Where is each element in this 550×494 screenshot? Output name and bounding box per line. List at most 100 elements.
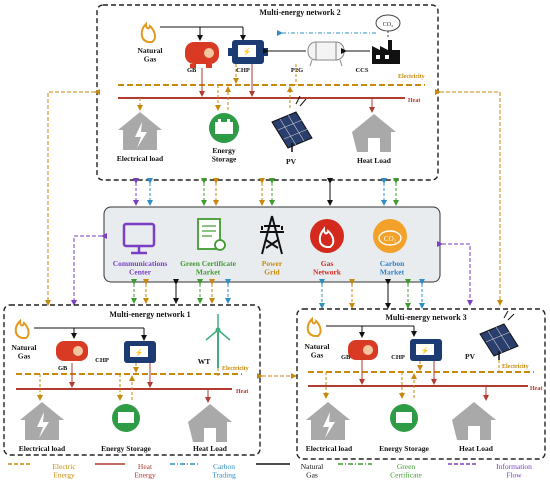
chp-generator-icon: ⚡ (228, 40, 268, 64)
n3-electrical-load-label: Electrical load (306, 444, 353, 453)
n3-heat-load-label: Heat Load (459, 444, 494, 453)
flame-icon (14, 318, 30, 339)
svg-text:CO₂: CO₂ (383, 22, 393, 28)
n1-heat-load-label: Heat Load (193, 444, 228, 453)
n3-gb-label: GB (341, 354, 351, 361)
n3-electricity-label: Electricity (502, 364, 529, 370)
n2-electricity-label: Electricity (398, 74, 425, 80)
label-line: Gas (311, 350, 324, 359)
chp-generator-icon: ⚡ (124, 341, 156, 363)
p2g-tank-icon (307, 41, 345, 67)
heat-load-house-icon (352, 114, 396, 152)
energy-storage-icon (390, 404, 418, 432)
n3-pv-label: PV (465, 352, 476, 361)
certificate-icon (197, 218, 226, 251)
network-2-title: Multi-energy network 2 (259, 8, 340, 17)
gas-boiler-icon (348, 340, 378, 360)
label-line: Market (380, 267, 405, 276)
network-1-title: Multi-energy network 1 (109, 310, 190, 319)
n3-chp-label: CHP (391, 354, 405, 361)
n2-center-links (133, 178, 399, 206)
n1-energy-storage-label: Energy Storage (101, 444, 151, 453)
label-line: Certificate (390, 470, 422, 479)
solar-panel-icon (271, 95, 313, 152)
gas-boiler-icon (56, 341, 88, 361)
label-line: Energy (134, 470, 156, 479)
n1-gb-label: GB (58, 365, 68, 372)
label-line: Market (196, 267, 221, 276)
energy-storage-icon (209, 113, 239, 143)
n1-chp-label: CHP (95, 357, 109, 364)
n3-heat-label: Heat (530, 386, 542, 392)
n3-energy-storage-label: Energy Storage (379, 444, 429, 453)
n2-p2g-label: P2G (291, 67, 303, 74)
wind-turbine-icon (205, 314, 231, 368)
svg-text:⚡: ⚡ (421, 346, 430, 355)
co2-icon: CO₂ (373, 219, 407, 253)
label-line: Gas (306, 470, 318, 479)
monitor-icon (122, 222, 156, 255)
n1-heat-label: Heat (236, 389, 248, 395)
label-line: Center (129, 267, 152, 276)
n2-pv-label: PV (286, 157, 297, 166)
inter-network-links (45, 89, 503, 379)
n2-heat-label: Heat (408, 98, 420, 104)
co2-cloud-icon: CO₂ (375, 14, 401, 32)
flame-icon (140, 21, 157, 43)
solar-panel-icon (479, 310, 519, 360)
label-line: Grid (264, 267, 280, 276)
label-line: Flow (506, 470, 522, 479)
power-tower-icon (260, 215, 284, 255)
label-line: Trading (212, 470, 236, 479)
factory-icon (372, 40, 400, 64)
n2-chp-label: CHP (236, 67, 250, 74)
label-line: Gas (18, 351, 31, 360)
label-line: Storage (212, 154, 237, 163)
gas-flame-circle-icon (310, 219, 344, 253)
heat-load-house-icon (188, 404, 232, 442)
label-line: Gas (144, 54, 157, 63)
network-3-title: Multi-energy network 3 (385, 313, 466, 322)
n1-electricity-label: Electricity (222, 366, 249, 372)
n2-gb-label: GB (187, 67, 197, 74)
electrical-load-house-icon (20, 402, 64, 440)
svg-text:⚡: ⚡ (243, 47, 252, 56)
label-line: Energy (53, 470, 75, 479)
n1-electrical-load-label: Electrical load (19, 444, 66, 453)
heat-load-house-icon (452, 402, 496, 440)
n2-electrical-load-label: Electrical load (117, 154, 164, 163)
electrical-load-house-icon (306, 402, 350, 440)
svg-text:⚡: ⚡ (135, 348, 144, 357)
gas-boiler-icon (185, 42, 219, 68)
center-lower-links (131, 279, 425, 309)
n1-wt-label: WT (198, 357, 211, 366)
chp-generator-icon: ⚡ (410, 339, 442, 361)
n2-ccs-label: CCS (355, 67, 368, 74)
